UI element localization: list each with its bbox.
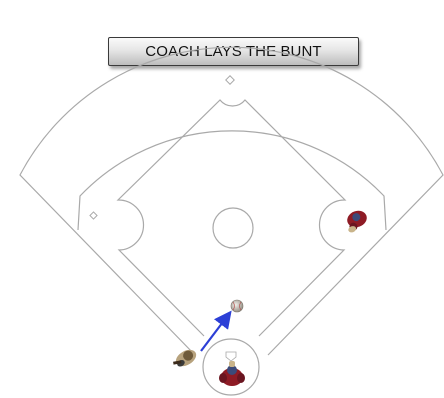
third-base	[90, 212, 97, 219]
pitchers-mound	[213, 208, 253, 248]
second-base	[226, 76, 234, 84]
first-baseman-icon	[343, 208, 370, 233]
batter-icon	[170, 346, 199, 371]
baseball-icon	[231, 300, 243, 312]
